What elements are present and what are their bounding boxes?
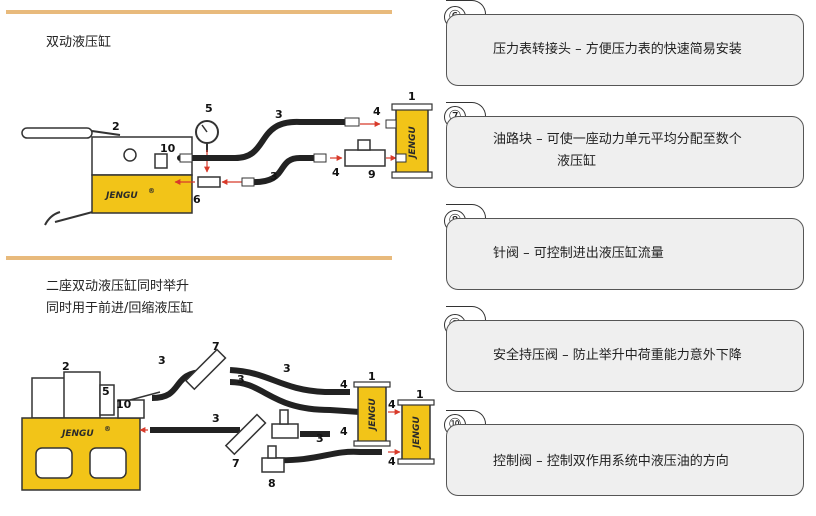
d2-callout-1a: 1 xyxy=(368,370,376,383)
panel-control-valve: 控制阀 – 控制双作用系统中液压油的方向 xyxy=(446,424,804,496)
manifold-lower xyxy=(224,413,267,456)
cylinder-a: JENGU xyxy=(353,381,391,447)
d2-callout-7b: 7 xyxy=(232,457,240,470)
callout-4b: 4 xyxy=(332,166,340,179)
d2-callout-3b: 3 xyxy=(283,362,291,375)
d2-callout-8: 8 xyxy=(268,477,276,490)
callout-4a: 4 xyxy=(373,105,381,118)
section1-heading: 双动液压缸 xyxy=(46,35,112,50)
panel-8-tab xyxy=(446,204,486,230)
pump-reservoir-top xyxy=(91,136,193,176)
callout-2: 2 xyxy=(112,120,120,133)
d2-callout-3e: 3 xyxy=(316,432,324,445)
d2-callout-7a: 7 xyxy=(212,340,220,353)
d2-callout-3a: 3 xyxy=(158,354,166,367)
panel-9-text: 安全持压阀 – 防止举升中荷重能力意外下降 xyxy=(493,348,742,363)
callout-10: 10 xyxy=(160,142,176,155)
top-accent-bar xyxy=(6,10,392,14)
panel-needle-valve: 针阀 – 可控制进出液压缸流量 xyxy=(446,218,804,290)
panel-9-tab xyxy=(446,306,486,332)
d2-callout-1b: 1 xyxy=(416,388,424,401)
panel-gauge-adapter: 压力表转接头 – 方便压力表的快速简易安装 xyxy=(446,14,804,86)
cylinder-b: JENGU xyxy=(397,399,435,465)
d2-callout-4d: 4 xyxy=(388,455,396,468)
d2-callout-3d: 3 xyxy=(212,412,220,425)
panel-6-tab xyxy=(446,0,486,26)
svg-text:JENGU: JENGU xyxy=(368,398,378,432)
manifold-upper xyxy=(184,348,227,391)
panel-7-text-line2: 液压缸 xyxy=(557,154,597,169)
panel-7-tab xyxy=(446,102,486,128)
pressure-gauge xyxy=(195,120,219,173)
hose-upper xyxy=(177,118,353,161)
middle-accent-bar xyxy=(6,256,392,260)
d2-callout-4a: 4 xyxy=(340,378,348,391)
d2-callout-4b: 4 xyxy=(388,398,396,411)
d2-callout-4c: 4 xyxy=(340,425,348,438)
callout-1: 1 xyxy=(408,90,416,103)
cylinder-brand: JENGU xyxy=(408,126,418,160)
callout-3b: 3 xyxy=(270,170,278,183)
panel-manifold: 油路块 – 可使一座动力单元平均分配至数个 液压缸 xyxy=(446,116,804,188)
pump-brand-reg: ® xyxy=(148,187,155,195)
power-unit-brand-reg: ® xyxy=(104,425,111,433)
panel-10-text: 控制阀 – 控制双作用系统中液压油的方向 xyxy=(493,454,729,469)
pump-handle xyxy=(21,127,93,139)
d2-callout-3c: 3 xyxy=(237,373,245,386)
panel-10-tab xyxy=(446,410,486,436)
callout-3a: 3 xyxy=(275,108,283,121)
callout-9: 9 xyxy=(368,168,376,181)
panel-7-text-line1: 油路块 – 可使一座动力单元平均分配至数个 xyxy=(493,132,742,147)
gauge-adapter xyxy=(197,176,221,188)
callout-5: 5 xyxy=(205,102,213,115)
section2-heading-line2: 同时用于前进/回缩液压缸 xyxy=(46,301,194,316)
callout-6: 6 xyxy=(193,193,201,206)
power-unit: JENGU ® xyxy=(21,371,161,491)
d2-callout-10: 10 xyxy=(116,398,132,411)
hose-lower xyxy=(247,155,321,186)
panel-6-text: 压力表转接头 – 方便压力表的快速简易安装 xyxy=(493,42,742,57)
section2-heading-line1: 二座双动液压缸同时举升 xyxy=(46,279,190,294)
hydraulic-cylinder: JENGU xyxy=(385,103,433,179)
power-unit-brand: JENGU xyxy=(60,429,94,439)
panel-holding-valve: 安全持压阀 – 防止举升中荷重能力意外下降 xyxy=(446,320,804,392)
d2-callout-2: 2 xyxy=(62,360,70,373)
panel-8-text: 针阀 – 可控制进出液压缸流量 xyxy=(493,246,664,261)
svg-text:JENGU: JENGU xyxy=(412,416,422,450)
holding-valve xyxy=(344,139,397,167)
d2-callout-5: 5 xyxy=(102,385,110,398)
pump-brand: JENGU xyxy=(104,191,138,201)
